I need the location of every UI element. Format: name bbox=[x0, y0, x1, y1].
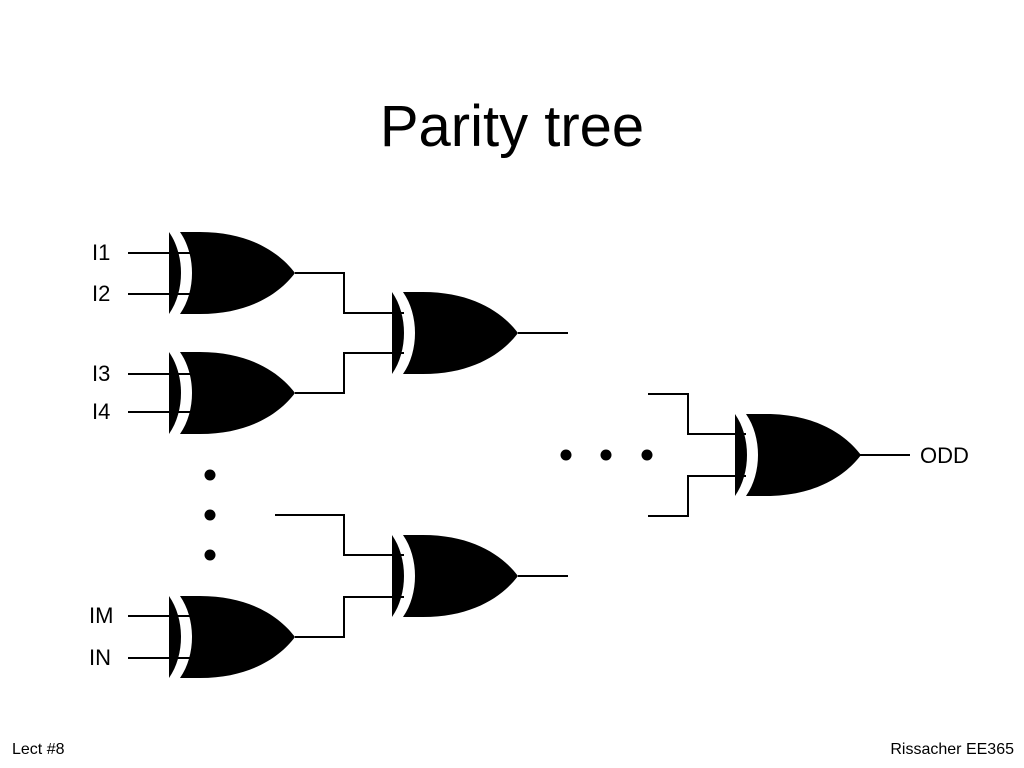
input-wires bbox=[128, 252, 190, 659]
xor-gate-final bbox=[735, 414, 861, 496]
horizontal-ellipsis bbox=[560, 449, 653, 461]
xor-gate-level2-bottom bbox=[392, 535, 518, 617]
input-label-i3: I3 bbox=[92, 361, 110, 386]
input-label-i4: I4 bbox=[92, 399, 110, 424]
xor-gate-i1-i2 bbox=[169, 232, 295, 314]
xor-gate-im-in bbox=[169, 596, 295, 678]
vertical-ellipsis bbox=[204, 469, 216, 561]
footer-lecture-number: Lect #8 bbox=[12, 741, 65, 758]
slide-title: Parity tree bbox=[379, 94, 645, 159]
input-label-i2: I2 bbox=[92, 281, 110, 306]
input-label-im: IM bbox=[89, 603, 113, 628]
tree-wires bbox=[275, 272, 910, 638]
xor-gate-i3-i4 bbox=[169, 352, 295, 434]
xor-gate-level2-top bbox=[392, 292, 518, 374]
output-label-odd: ODD bbox=[920, 443, 969, 468]
input-label-in: IN bbox=[89, 645, 111, 670]
footer-course: Rissacher EE365 bbox=[890, 741, 1014, 758]
input-label-i1: I1 bbox=[92, 240, 110, 265]
